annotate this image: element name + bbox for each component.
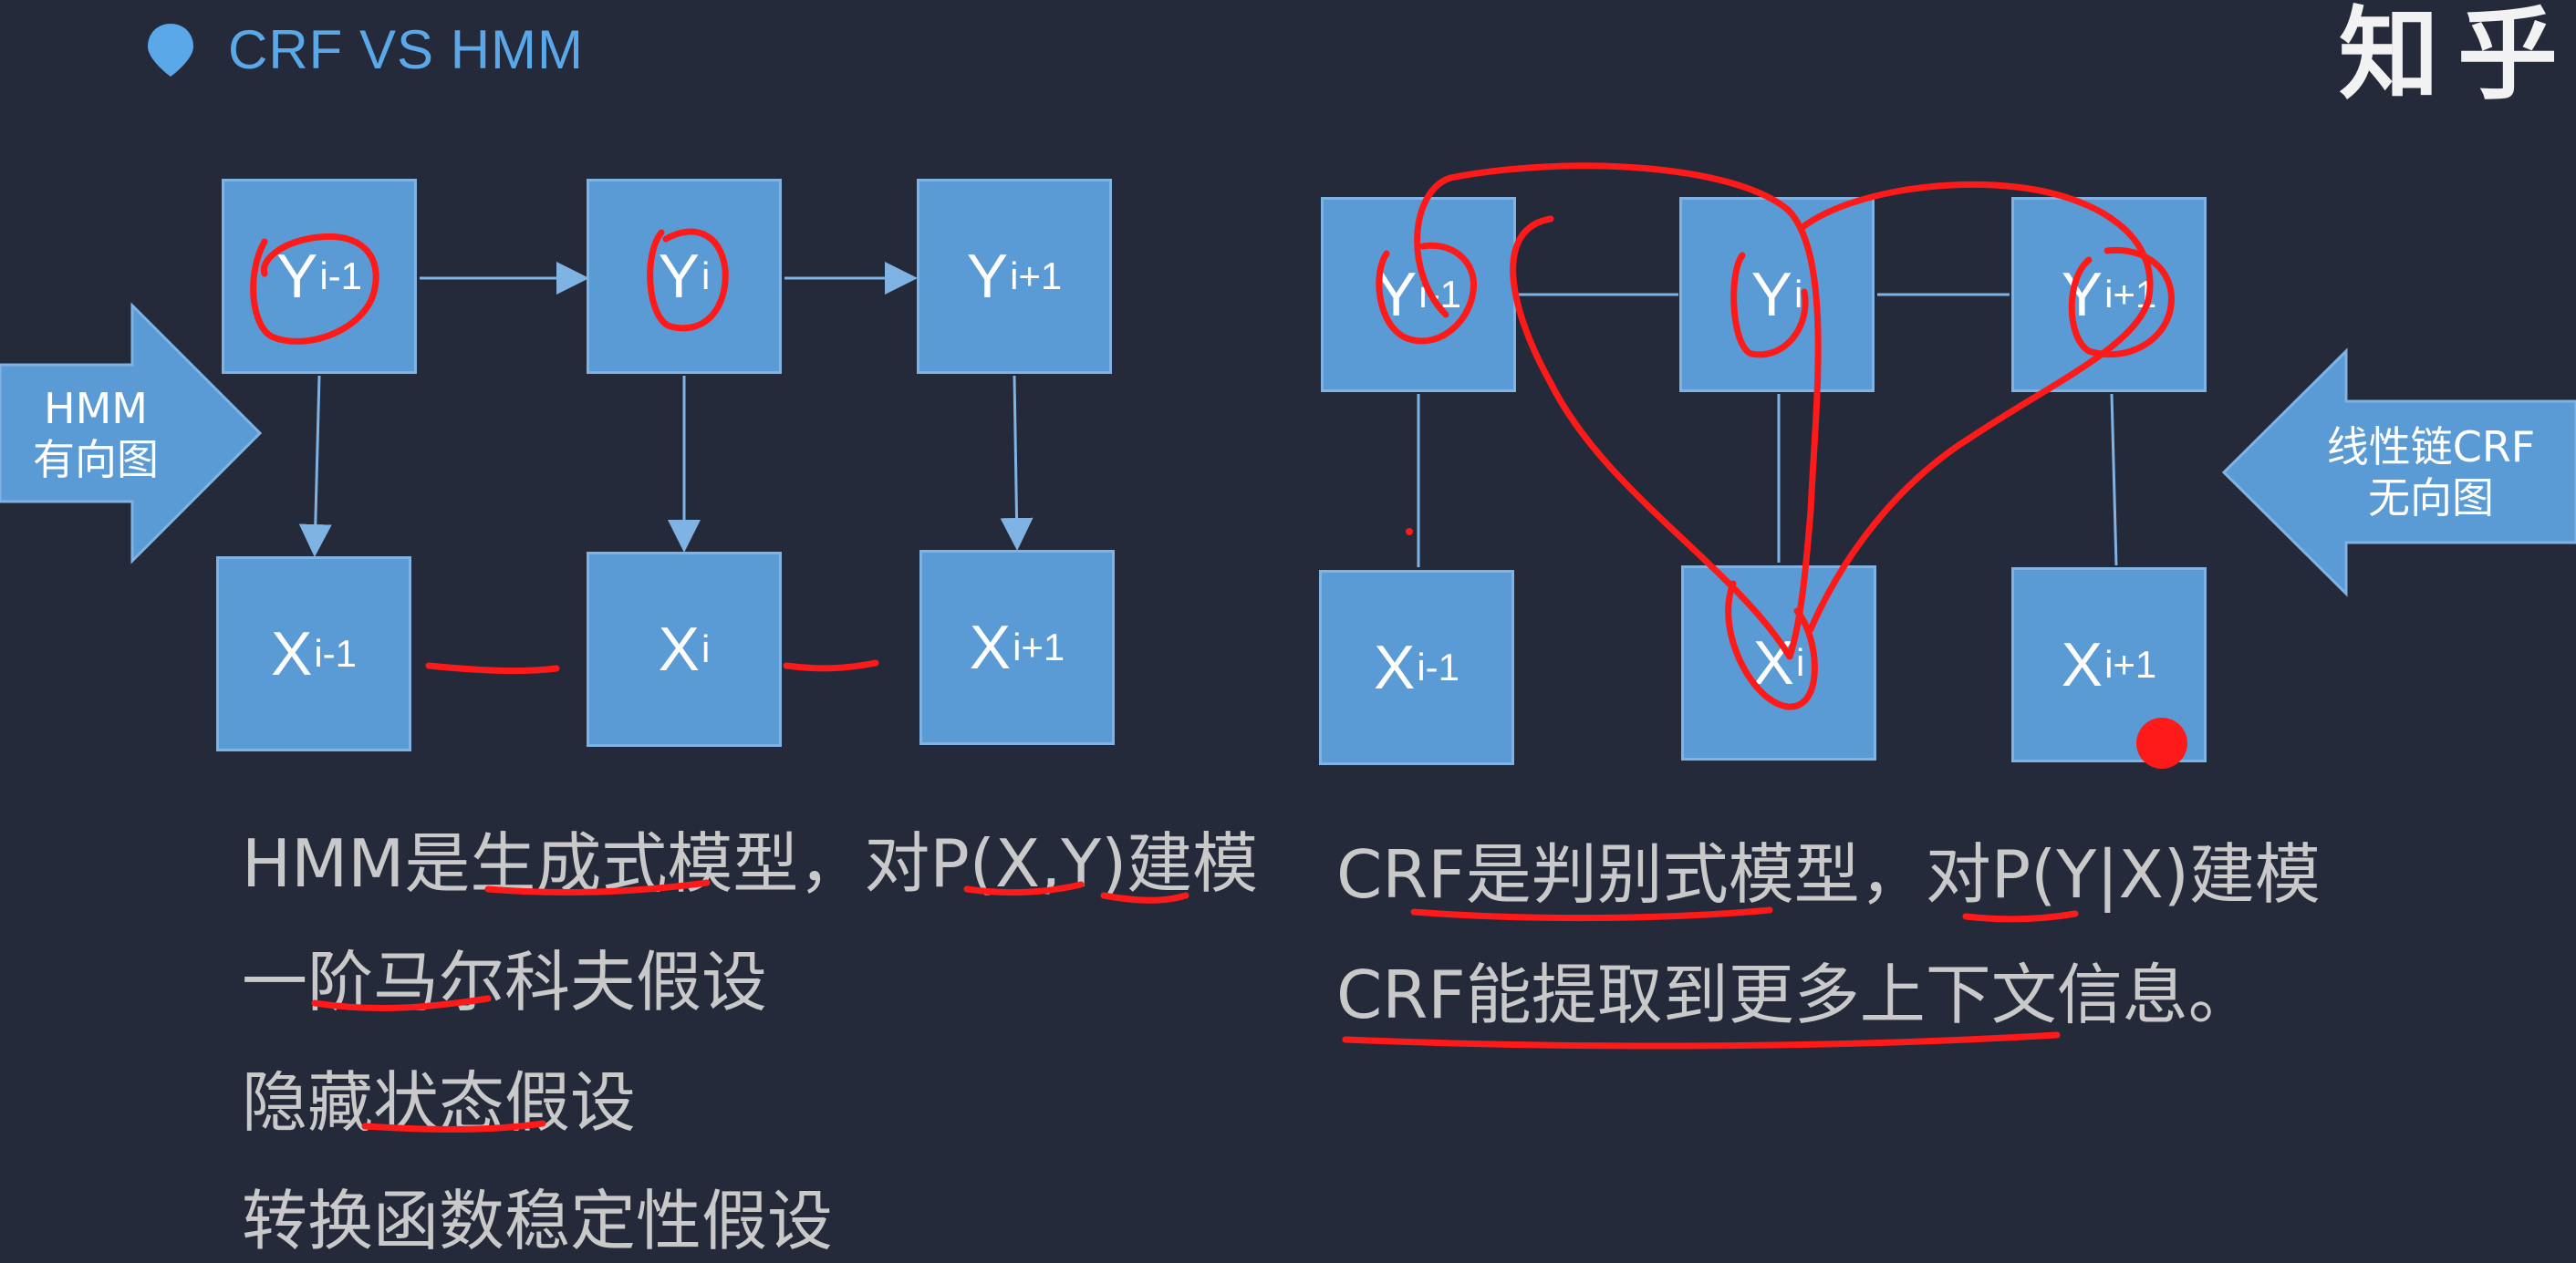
underline-crf-2 [1342,1031,2061,1050]
hmm-text-line-1: HMM是生成式模型，对P(X,Y)建模 [242,825,1259,902]
pen-annotations [250,162,2187,1133]
diagram-edges [0,262,2576,597]
dash-hmm-2 [783,659,879,672]
underline-crf-1a [1410,906,1773,922]
crf-text-line-2: CRF能提取到更多上下文信息。 [1336,957,2254,1033]
hmm-arrow-shape [0,302,263,564]
hmm-label-line1: HMM [44,384,148,433]
crf-arrow-label: 线性链CRF 无向图 [2290,421,2572,523]
underline-hmm-3 [361,1120,546,1133]
hmm-edge-y3-x3 [1000,375,1034,551]
stray-mark [1406,528,1413,535]
underline-hmm-2 [311,995,492,1011]
circle-crf-y-next [2068,246,2175,358]
underline-hmm-1c [1100,892,1189,904]
circle-crf-x-cur [1725,580,1818,710]
slide-title: CRF VS HMM [228,19,584,80]
crf-label-line1: 线性链CRF [2326,422,2536,471]
loop-triangle [1414,162,1822,660]
loop-right [1798,181,2154,633]
watermark-logo: 知乎 [2339,0,2576,113]
cursor-dot [2136,718,2187,769]
crf-arrow-shape [2221,347,2576,597]
circle-hmm-y-cur [647,228,729,332]
crf-text-line-1: CRF是判别式模型，对P(Y|X)建模 [1336,836,2321,913]
underline-hmm-1a [484,879,711,895]
hmm-edge-y1-x1 [298,375,332,557]
hmm-arrow-label: HMM 有向图 [9,383,182,485]
circle-crf-y-prev [1376,242,1478,345]
dash-hmm-1 [425,662,560,675]
underline-crf-1b [1962,910,2079,923]
underline-hmm-1b [963,881,1085,896]
circle-hmm-y-prev [250,233,379,345]
location-pin-icon [148,24,193,77]
crf-edge-y3-x3 [2110,393,2118,566]
circle-crf-y-cur [1730,252,1809,358]
hmm-label-line2: 有向图 [33,435,159,484]
crf-label-line2: 无向图 [2368,473,2494,523]
